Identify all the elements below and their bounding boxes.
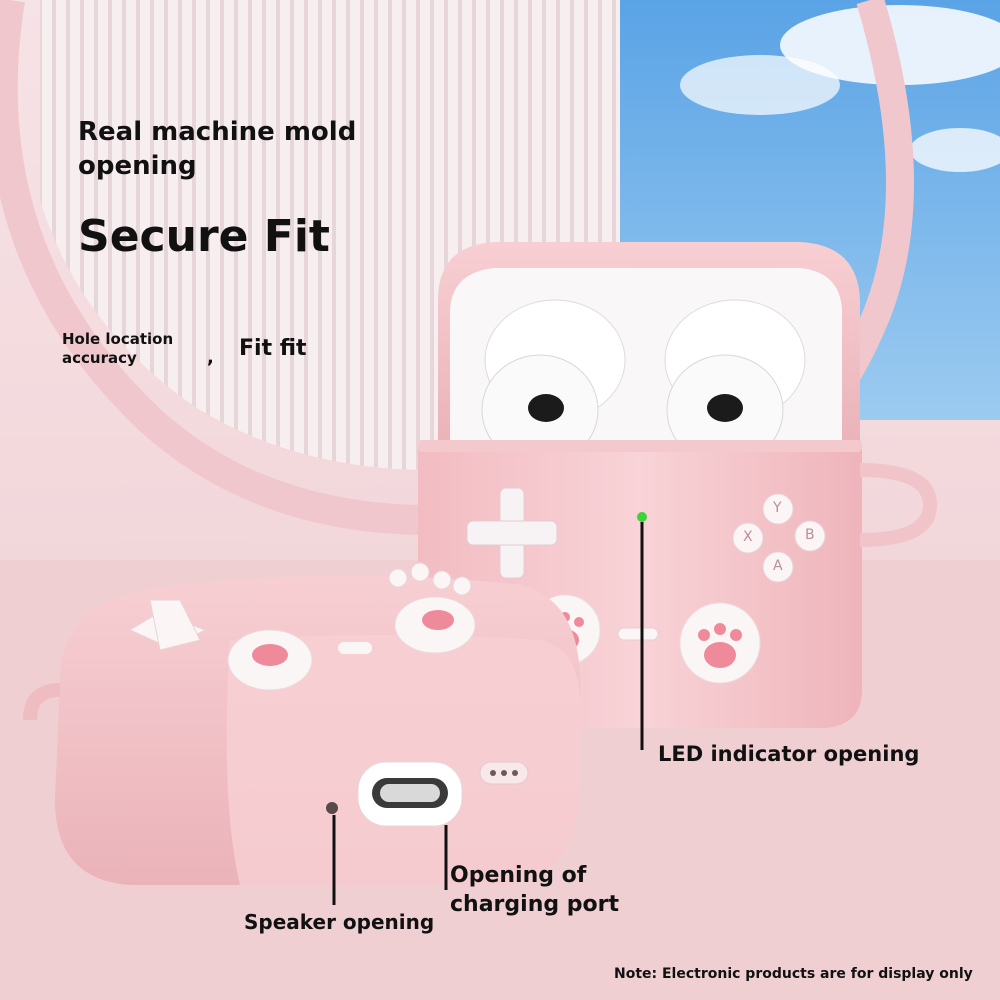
- abxy-buttons: [732, 493, 826, 583]
- headline: Real machine mold opening: [78, 117, 357, 181]
- cloud: [910, 128, 1000, 172]
- earbud-right: [664, 299, 806, 466]
- callout-charging-label: Opening of charging port: [450, 863, 619, 917]
- dpad: [466, 487, 558, 579]
- feature-left: Hole location accuracy: [62, 330, 174, 367]
- abxy-buttons-front: [388, 562, 472, 596]
- pink-arch-left: [0, 0, 431, 535]
- button-b-label: B: [805, 527, 815, 543]
- button-x-label: X: [743, 529, 753, 545]
- display-note: Note: Electronic products are for displa…: [614, 966, 973, 982]
- front-case: [23, 562, 581, 885]
- button-y-label: Y: [773, 500, 782, 516]
- strap-nub: [23, 683, 61, 721]
- led-indicator: [637, 512, 647, 522]
- earbud-left: [481, 299, 626, 466]
- paw-stick-front-left: [227, 629, 313, 691]
- case-rim: [418, 440, 862, 452]
- paw-stick-front-right: [394, 596, 476, 654]
- front-slot: [338, 642, 372, 654]
- speaker-slot-back: [617, 627, 659, 641]
- speaker-hole: [326, 802, 338, 814]
- dpad-small: [128, 599, 207, 651]
- separator: ,: [207, 347, 214, 368]
- callout-led-label: LED indicator opening: [658, 742, 920, 766]
- front-case-face: [226, 635, 581, 885]
- strap-loop: [859, 463, 938, 547]
- paw-stick-right: [679, 602, 761, 684]
- button-a-label: A: [773, 558, 783, 574]
- callout-speaker-label: Speaker opening: [244, 910, 435, 934]
- back-case: [418, 242, 938, 728]
- cloud: [680, 55, 840, 115]
- subhead: Secure Fit: [78, 211, 330, 262]
- feature-right: Fit fit: [239, 336, 307, 361]
